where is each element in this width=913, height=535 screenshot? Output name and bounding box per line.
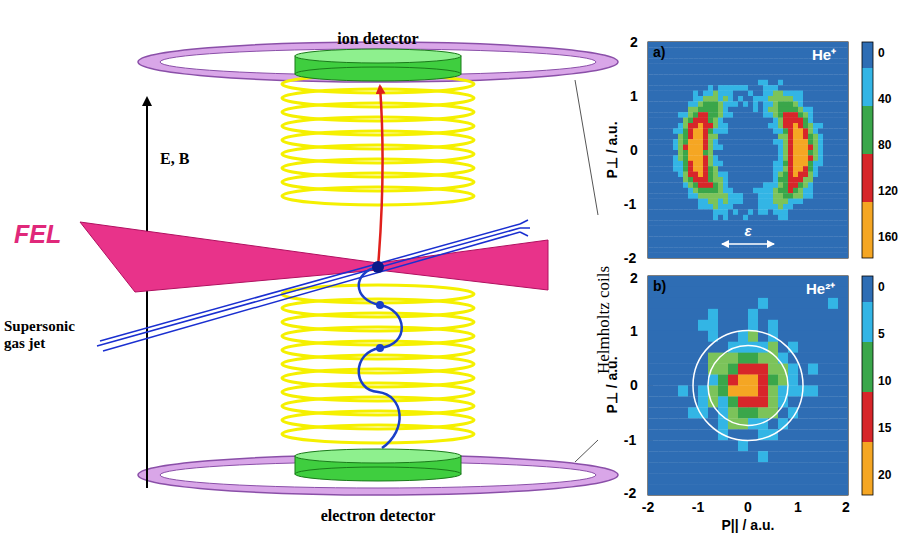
tick-label: 1 bbox=[630, 323, 638, 339]
tick-label: -1 bbox=[624, 196, 636, 212]
ion-label: He²⁺ bbox=[806, 278, 835, 298]
detector-label: ion detector bbox=[337, 30, 418, 48]
colorbar-value: 20 bbox=[878, 468, 891, 482]
tick-label: 0 bbox=[744, 499, 752, 515]
colorbar-value: 40 bbox=[878, 92, 891, 106]
field-label: E, B bbox=[160, 150, 189, 168]
tick-label: 2 bbox=[630, 270, 638, 286]
tick-label: 0 bbox=[630, 377, 638, 393]
colorbar-value: 15 bbox=[878, 421, 891, 435]
polarization-label: ε bbox=[744, 222, 751, 239]
panel-letter: a) bbox=[653, 44, 665, 60]
heatmap bbox=[648, 276, 848, 495]
tick-label: 2 bbox=[842, 499, 850, 515]
tick-label: -2 bbox=[642, 499, 654, 515]
axis-title: P|| / a.u. bbox=[722, 517, 775, 533]
tick-label: 1 bbox=[794, 499, 802, 515]
colorbar-value: 10 bbox=[878, 374, 891, 388]
tick-label: 0 bbox=[630, 142, 638, 158]
detector-box: ion detector bbox=[293, 18, 463, 82]
tick-label: -1 bbox=[624, 432, 636, 448]
polarization-arrow bbox=[722, 243, 774, 245]
colorbar-value: 0 bbox=[878, 46, 885, 60]
colorbar-value: 120 bbox=[878, 184, 898, 198]
tick-label: 2 bbox=[630, 34, 638, 50]
colorbar-value: 80 bbox=[878, 138, 891, 152]
axis-title: P⊥ / a.u. bbox=[604, 356, 620, 413]
detector-label: electron detector bbox=[321, 507, 436, 525]
plot-panel: b) He²⁺ bbox=[648, 276, 848, 495]
tick-label: 1 bbox=[630, 88, 638, 104]
colorbar-value: 5 bbox=[878, 327, 885, 341]
beam-label: FEL bbox=[14, 220, 61, 249]
detector-box: electron detector bbox=[293, 448, 463, 520]
jet-label: Supersonic gas jet bbox=[4, 318, 92, 352]
detector-symbol bbox=[293, 448, 463, 488]
axis-title: P⊥ / a.u. bbox=[604, 121, 620, 178]
panel-letter: b) bbox=[653, 278, 666, 294]
ion-label: He⁺ bbox=[812, 44, 836, 64]
detector-symbol bbox=[293, 18, 463, 82]
tick-label: -2 bbox=[624, 250, 636, 266]
colorbar-value: 0 bbox=[878, 280, 885, 294]
tick-label: -2 bbox=[624, 485, 636, 501]
colorbar-value: 160 bbox=[878, 230, 898, 244]
tick-label: -1 bbox=[692, 499, 704, 515]
